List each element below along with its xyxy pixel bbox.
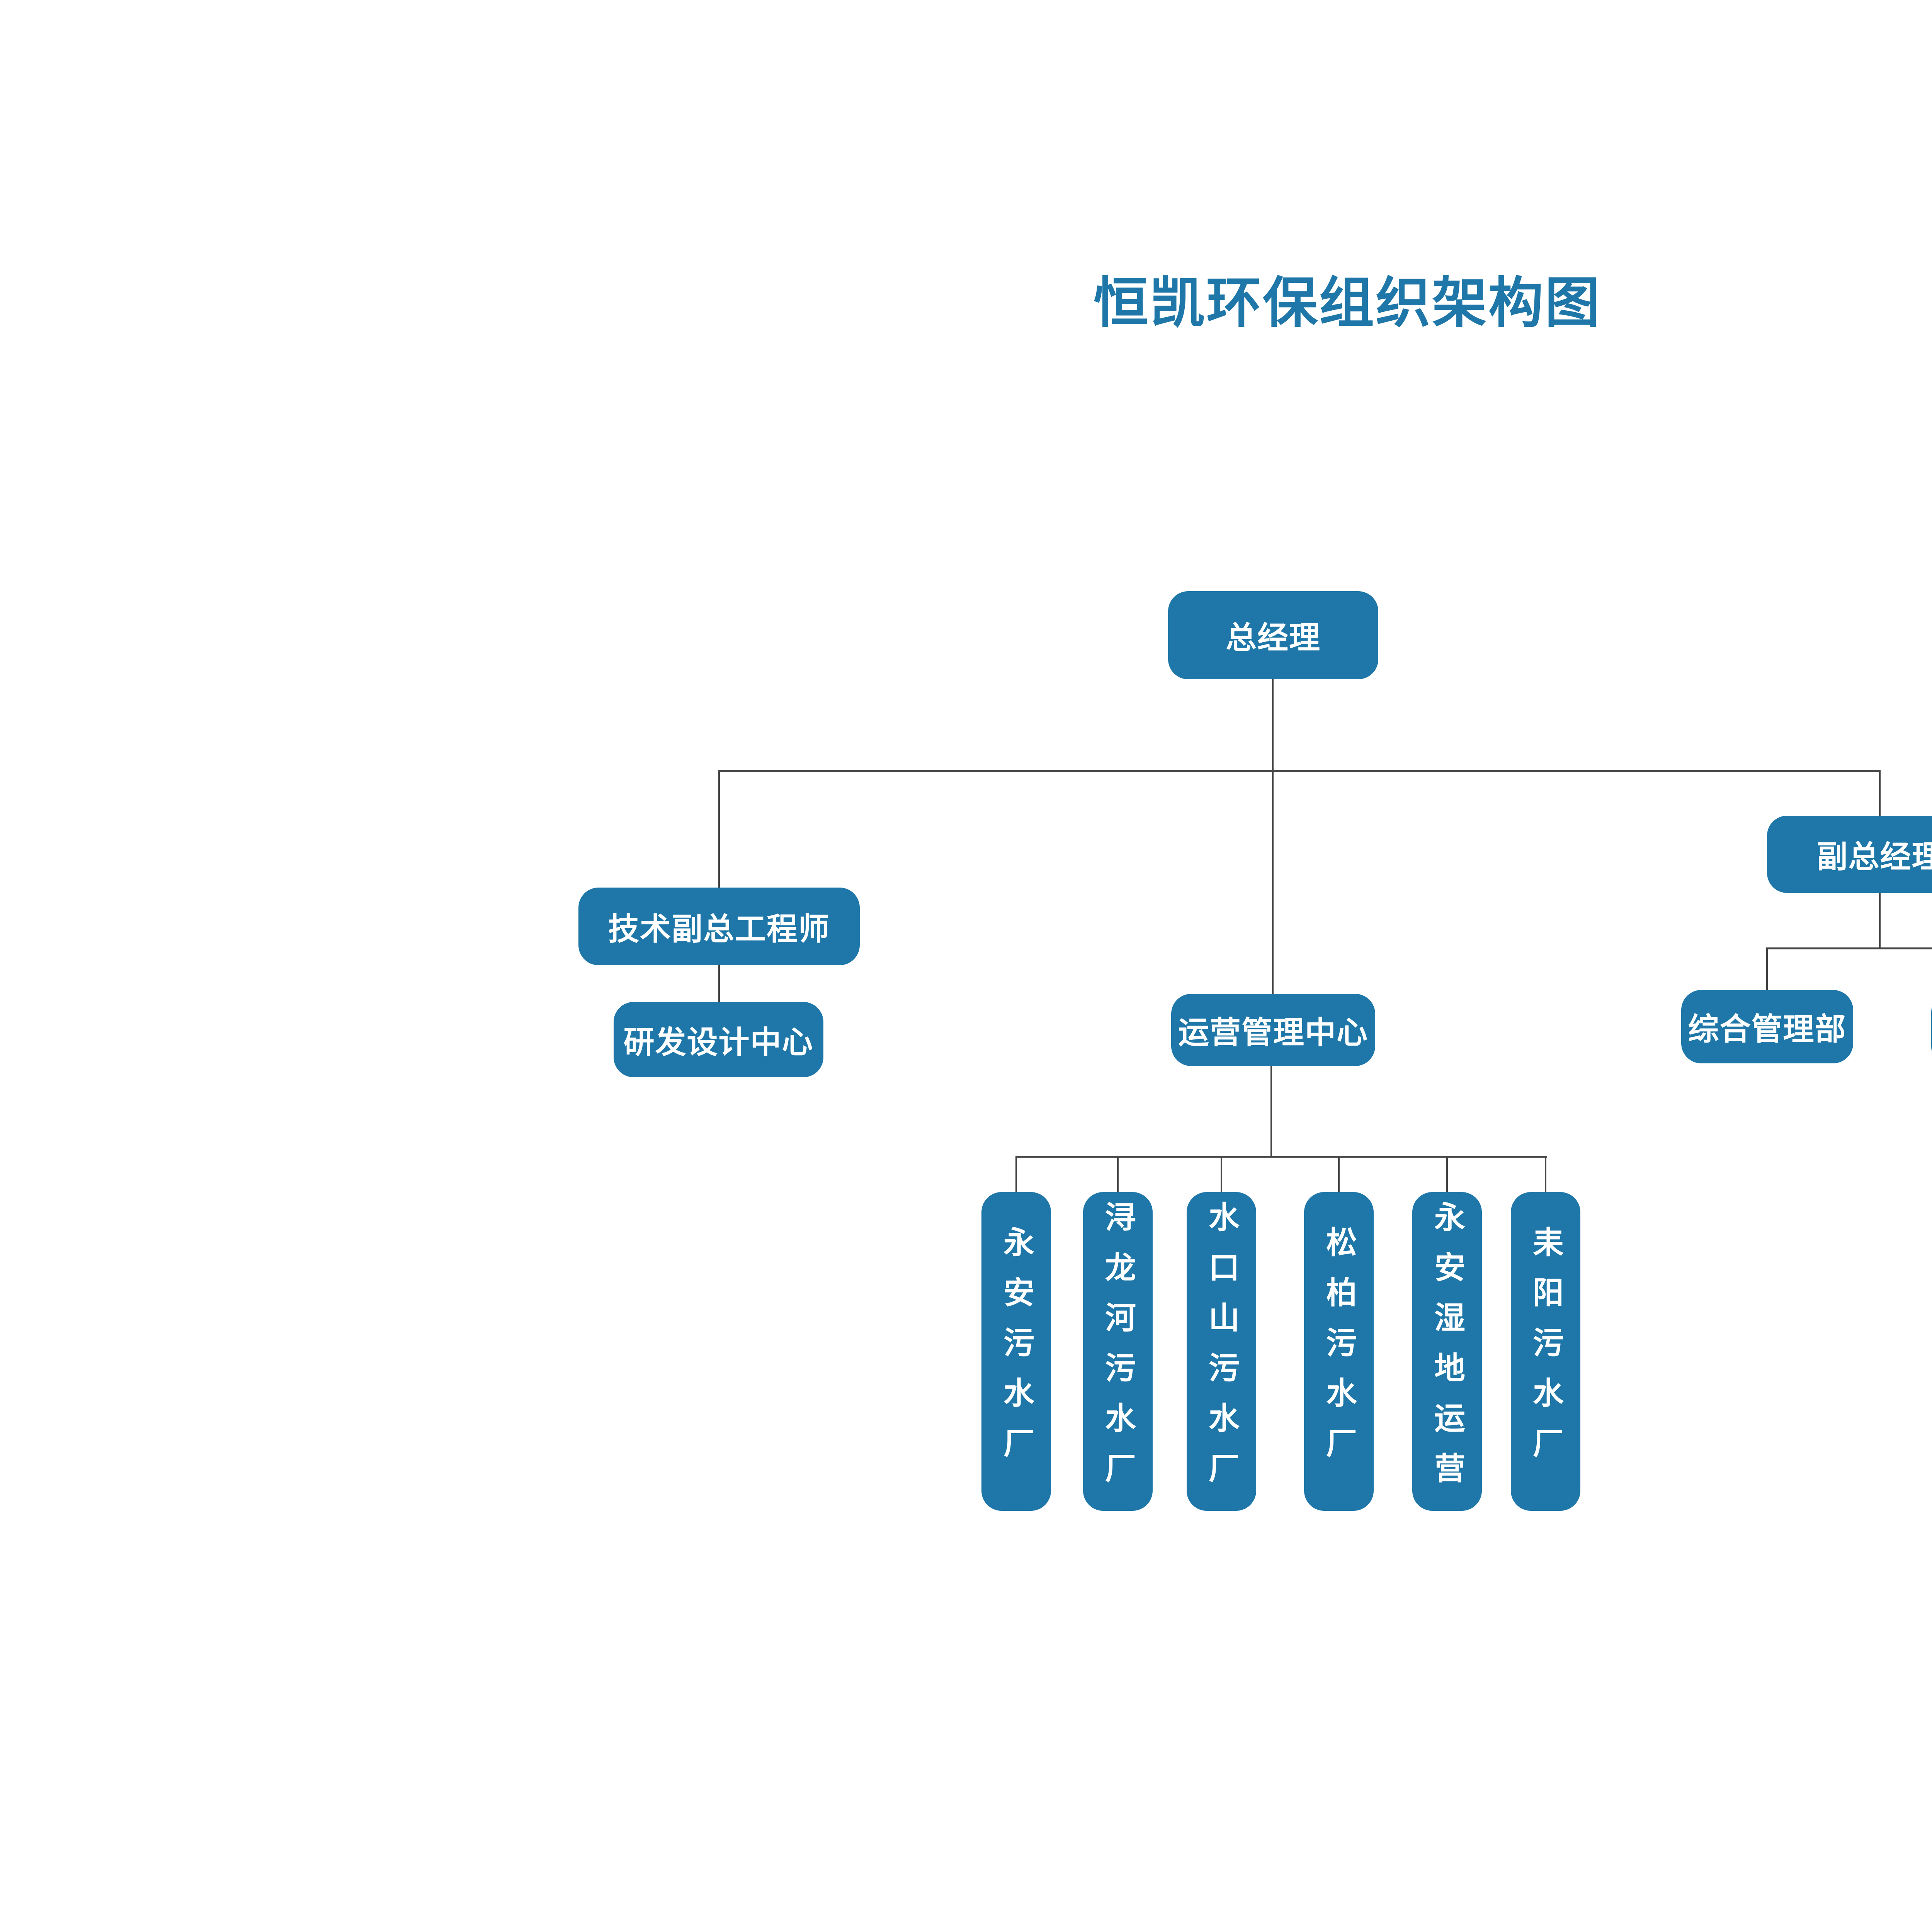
connector-plant-stub-3 [1221, 1156, 1222, 1193]
connector-gm-vertical [1272, 679, 1274, 994]
connector-ops-drop [1270, 1066, 1272, 1156]
node-plant-leiyang-sewage-label: 耒阳污水厂 [1529, 1226, 1563, 1477]
connector-left-drop [718, 770, 720, 888]
connector-tech-to-rd [718, 965, 720, 1003]
node-plant-yongan-sewage-label: 永安污水厂 [999, 1226, 1034, 1477]
node-plant-shuikoushan-sewage-label: 水口山污水厂 [1204, 1201, 1239, 1502]
chart-title: 恒凯环保组织架构图 [1094, 272, 1601, 334]
node-tech-deputy-chief-engineer: 技术副总工程师 [578, 888, 860, 965]
connector-right-drop [1879, 770, 1881, 816]
node-general-admin-dept: 综合管理部 [1681, 990, 1853, 1063]
connector-plant-stub-4 [1338, 1156, 1340, 1193]
connector-right-splitter [1766, 947, 1932, 949]
connector-main-horizontal [718, 770, 1881, 772]
node-general-manager: 总经理 [1168, 591, 1378, 679]
node-plant-leiyang-sewage: 耒阳污水厂 [1511, 1192, 1580, 1511]
connector-plant-stub-1 [1015, 1156, 1017, 1193]
connector-plant-stub-6 [1545, 1156, 1546, 1193]
node-operations-center: 运营管理中心 [1171, 994, 1375, 1066]
connector-admin-stub [1766, 947, 1768, 991]
node-plant-xunlonghe-sewage: 浔龙河污水厂 [1083, 1192, 1153, 1511]
node-general-admin-dept-label: 综合管理部 [1688, 1012, 1847, 1046]
node-plant-xunlonghe-sewage-label: 浔龙河污水厂 [1101, 1201, 1135, 1502]
node-deputy-general-manager-label: 副总经理 [1816, 840, 1932, 874]
node-rd-design-center: 研发设计中心 [614, 1002, 823, 1077]
connector-deputy-gm-drop [1879, 893, 1881, 949]
node-plant-yongan-sewage: 永安污水厂 [981, 1192, 1051, 1511]
node-deputy-general-manager: 副总经理 [1767, 816, 1932, 893]
connector-plant-stub-2 [1117, 1156, 1119, 1193]
node-plant-songbai-sewage-label: 松柏污水厂 [1322, 1226, 1356, 1477]
node-tech-deputy-chief-engineer-label: 技术副总工程师 [608, 912, 830, 946]
node-plant-songbai-sewage: 松柏污水厂 [1304, 1192, 1374, 1511]
node-plant-yongan-wetland: 永安湿地运营 [1412, 1192, 1482, 1511]
node-finance-assets-dept: 财务资产部 [1931, 992, 1932, 1066]
node-operations-center-label: 运营管理中心 [1178, 1015, 1368, 1050]
node-rd-design-center-label: 研发设计中心 [623, 1025, 814, 1060]
connector-plant-stub-5 [1446, 1156, 1448, 1193]
node-general-manager-label: 总经理 [1226, 621, 1321, 655]
node-plant-shuikoushan-sewage: 水口山污水厂 [1187, 1192, 1256, 1511]
node-plant-yongan-wetland-label: 永安湿地运营 [1430, 1201, 1464, 1502]
connector-plants-splitter [1015, 1156, 1547, 1158]
